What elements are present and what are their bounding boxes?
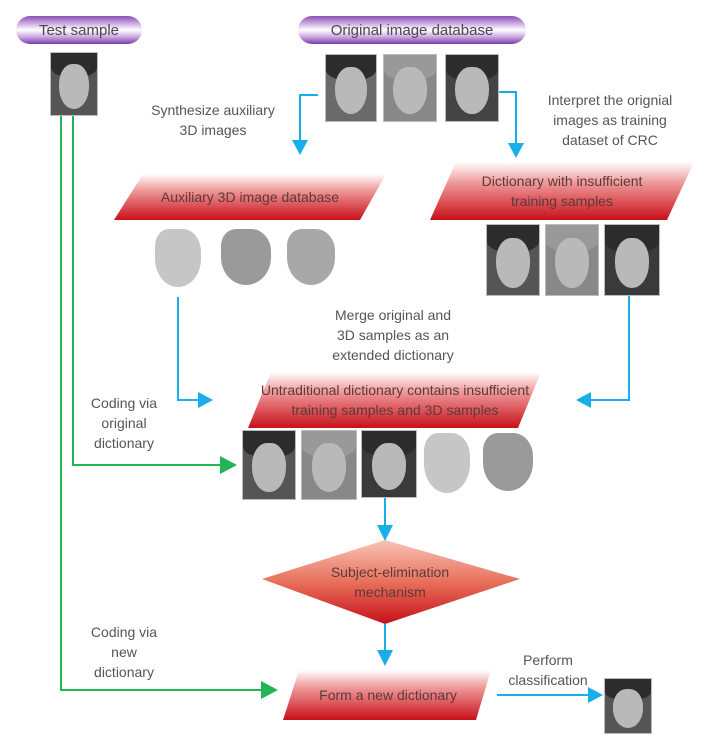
- new-dictionary-label: Form a new dictionary: [319, 687, 457, 703]
- classification-note: Perform classification: [508, 652, 588, 688]
- untraditional-dictionary-label: Untraditional dictionary contains insuff…: [260, 382, 530, 418]
- test-sample-pill: Test sample: [16, 16, 142, 44]
- merged-face-image-4: [421, 430, 473, 496]
- merged-face-image-1: [242, 430, 296, 500]
- new-dictionary-box: [283, 670, 491, 720]
- arrowhead-classification: [588, 687, 603, 703]
- aux-3d-face-image-3: [284, 226, 338, 288]
- original-db-pill: Original image database: [298, 16, 526, 44]
- untraditional-dictionary-box: [248, 372, 541, 428]
- arrow-synthesize: [299, 94, 318, 142]
- aux-3d-face-image-1: [152, 226, 204, 290]
- merged-face-image-3: [361, 430, 417, 498]
- arrowhead-untraditional-to-diamond: [377, 525, 393, 541]
- dict-face-image-3: [604, 224, 660, 296]
- classification-result-face-image: [604, 678, 652, 734]
- test-sample-label: Test sample: [38, 21, 120, 39]
- dictionary-insufficient-label: Dictionary with insufficient training sa…: [481, 173, 643, 209]
- arrowhead-coding-new: [261, 681, 278, 699]
- original-face-image-2: [383, 54, 437, 122]
- subject-elimination-label: Subject-elimination mechanism: [330, 564, 450, 600]
- test-sample-face-image: [50, 52, 98, 116]
- synthesize-note: Synthesize auxiliary 3D images: [151, 102, 275, 138]
- arrowhead-interpret: [508, 143, 524, 158]
- subject-elimination-diamond: [262, 540, 520, 624]
- coding-original-note: Coding via original dictionary: [90, 395, 158, 451]
- dict-face-image-2: [545, 224, 599, 296]
- auxiliary-db-label: Auxiliary 3D image database: [160, 189, 340, 205]
- arrow-coding-new: [60, 115, 263, 691]
- arrow-dict-to-untraditional: [590, 290, 630, 401]
- arrow-coding-original: [72, 115, 222, 466]
- arrowhead-synthesize: [292, 140, 308, 155]
- aux-3d-face-image-2: [218, 226, 274, 288]
- merged-face-image-2: [301, 430, 357, 500]
- merged-face-image-5: [480, 430, 536, 494]
- dictionary-insufficient-box: [430, 162, 694, 220]
- arrowhead-dict-to-untraditional: [576, 392, 591, 408]
- dict-face-image-1: [486, 224, 540, 296]
- auxiliary-db-box: [114, 174, 386, 220]
- arrow-aux-to-untraditional: [177, 297, 200, 401]
- interpret-note: Interpret the orignial images as trainin…: [547, 92, 673, 148]
- original-face-image-3: [445, 54, 499, 122]
- merge-note: Merge original and 3D samples as an exte…: [332, 307, 454, 363]
- arrowhead-coding-original: [220, 456, 237, 474]
- original-db-label: Original image database: [330, 21, 494, 39]
- original-face-image-1: [325, 54, 377, 122]
- arrowhead-diamond-to-new: [377, 650, 393, 666]
- arrowhead-aux-to-untraditional: [198, 392, 213, 408]
- coding-new-note: Coding via new dictionary: [90, 624, 158, 680]
- arrow-interpret: [498, 91, 517, 145]
